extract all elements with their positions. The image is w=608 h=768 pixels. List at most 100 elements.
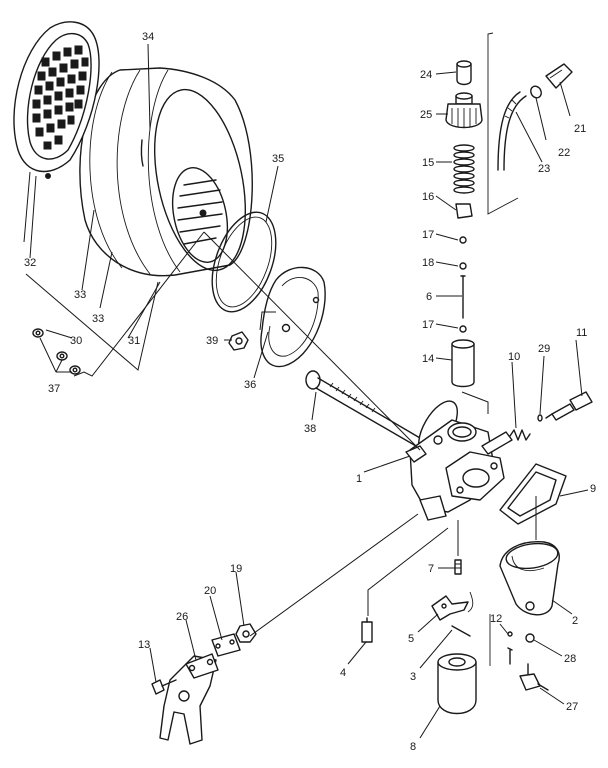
throttle-slide bbox=[451, 339, 475, 388]
mixing-chamber-cap bbox=[445, 92, 483, 129]
band-slot bbox=[140, 139, 144, 167]
canister-band bbox=[89, 71, 123, 269]
bowl-gasket bbox=[499, 463, 567, 525]
callout-4: 4 bbox=[340, 667, 346, 679]
spring bbox=[453, 144, 475, 194]
top-cap bbox=[456, 60, 472, 86]
body-bottom-boss bbox=[419, 495, 447, 521]
callout-31: 31 bbox=[128, 335, 140, 347]
flange-port bbox=[462, 468, 490, 488]
drain-screw bbox=[519, 663, 549, 691]
float-jet-set bbox=[361, 559, 491, 715]
callout-24: 24 bbox=[420, 69, 432, 81]
canister-band bbox=[147, 69, 181, 273]
callout-10: 10 bbox=[508, 351, 520, 363]
idle-o-ring bbox=[537, 414, 543, 422]
group-bracket bbox=[487, 32, 519, 215]
callout-25: 25 bbox=[420, 109, 432, 121]
carburetor-body bbox=[305, 370, 513, 521]
callout-12: 12 bbox=[490, 613, 502, 625]
callout-3: 3 bbox=[410, 671, 416, 683]
gasket-ring bbox=[211, 211, 277, 313]
callout-7: 7 bbox=[428, 563, 434, 575]
idle-screw-spring bbox=[509, 429, 531, 441]
bowl-rim bbox=[505, 542, 559, 570]
fuel-tap-valve bbox=[178, 690, 190, 702]
callout-14: 14 bbox=[422, 353, 434, 365]
air-filter-body bbox=[79, 67, 253, 277]
fuel-tap-set bbox=[151, 623, 257, 745]
canister-rim bbox=[153, 88, 247, 272]
main-jet bbox=[454, 559, 462, 575]
callout-21: 21 bbox=[574, 123, 586, 135]
callout-29: 29 bbox=[538, 343, 550, 355]
tap-screw bbox=[151, 679, 177, 695]
callout-17a: 17 bbox=[422, 229, 434, 241]
callout-39: 39 bbox=[206, 335, 218, 347]
throttle-bore-inner bbox=[452, 426, 472, 438]
cover-screw bbox=[45, 173, 51, 179]
throttle-bore bbox=[447, 422, 477, 442]
idle-screw-set bbox=[509, 391, 593, 441]
callout-9: 9 bbox=[590, 483, 596, 495]
nut-39 bbox=[228, 331, 249, 351]
needle-valve bbox=[361, 617, 373, 643]
needle-retainer bbox=[455, 203, 473, 219]
fuel-tap-hole bbox=[188, 664, 196, 672]
vent-center-hub bbox=[199, 209, 207, 217]
cable-elbow bbox=[503, 95, 527, 171]
tap-gasket bbox=[211, 633, 241, 657]
callout-11: 11 bbox=[576, 327, 587, 339]
callout-33a: 33 bbox=[74, 289, 86, 301]
flange-hole bbox=[490, 462, 498, 470]
cable-adjuster-barrel bbox=[545, 63, 573, 89]
callout-16: 16 bbox=[422, 191, 434, 203]
float-bowl bbox=[499, 541, 560, 616]
callout-1: 1 bbox=[356, 473, 362, 485]
float-arm bbox=[431, 595, 469, 621]
air-filter-assembly bbox=[13, 21, 326, 375]
long-bolt bbox=[305, 370, 421, 447]
back-plate-hole bbox=[312, 296, 320, 304]
callout-38: 38 bbox=[304, 423, 316, 435]
callout-26: 26 bbox=[176, 611, 188, 623]
cable-adjuster bbox=[497, 63, 573, 171]
callout-labels: 1 2 3 4 5 6 7 8 9 10 11 12 13 14 15 16 1… bbox=[24, 31, 596, 753]
callout-13: 13 bbox=[138, 639, 150, 651]
callout-36: 36 bbox=[244, 379, 256, 391]
callout-8: 8 bbox=[410, 741, 416, 753]
canister-band bbox=[116, 69, 151, 275]
back-plate-hole bbox=[281, 323, 291, 333]
callout-37: 37 bbox=[48, 383, 60, 395]
callout-27: 27 bbox=[566, 701, 578, 713]
idle-mixture-screw bbox=[545, 391, 593, 421]
drain-washer bbox=[525, 633, 535, 643]
banjo-nut bbox=[235, 623, 257, 643]
washer-17-upper bbox=[459, 236, 467, 244]
back-plate bbox=[260, 266, 326, 368]
callout-6: 6 bbox=[426, 291, 432, 303]
mounting-flange bbox=[445, 451, 505, 501]
callout-35: 35 bbox=[272, 153, 284, 165]
callout-23: 23 bbox=[538, 163, 550, 175]
e-clip bbox=[459, 262, 467, 270]
callout-5: 5 bbox=[408, 633, 414, 645]
bowl-drain-boss bbox=[525, 601, 535, 611]
float-bowl-set bbox=[499, 463, 567, 691]
lever-pivot bbox=[433, 435, 443, 445]
float-pin bbox=[507, 631, 513, 665]
callout-22: 22 bbox=[558, 147, 570, 159]
float bbox=[437, 653, 477, 715]
callout-28: 28 bbox=[564, 653, 576, 665]
callout-30: 30 bbox=[70, 335, 82, 347]
grille-cover-rim bbox=[26, 33, 92, 160]
adjuster-locknut bbox=[530, 85, 542, 99]
gasket-ring-inner bbox=[215, 216, 273, 308]
callout-33b: 33 bbox=[92, 313, 104, 325]
leader-lines bbox=[29, 43, 589, 739]
flange-hole bbox=[456, 486, 464, 494]
callout-15: 15 bbox=[422, 157, 434, 169]
callout-2: 2 bbox=[572, 615, 578, 627]
callout-20: 20 bbox=[204, 585, 216, 597]
